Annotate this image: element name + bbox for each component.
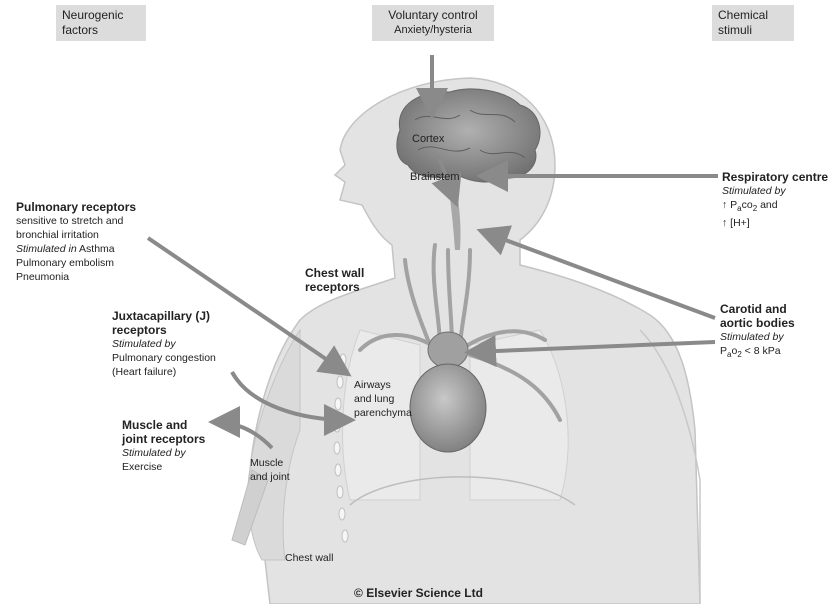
carotid-stim: Stimulated by xyxy=(720,330,835,344)
respiratory-centre-stim: Stimulated by xyxy=(722,184,837,198)
chest-wall-receptors-label: Chest wall receptors xyxy=(305,266,364,294)
muscle-and-joint-line2: and joint xyxy=(250,470,290,484)
juxtacapillary-title1: Juxtacapillary (J) xyxy=(112,309,252,323)
paco2-co: co xyxy=(742,199,753,211)
pulmonary-stim-italic: Stimulated in xyxy=(16,243,77,255)
pulmonary-receptors-stim: Stimulated in Asthma xyxy=(16,242,176,256)
header-neurogenic-factors: Neurogenic factors xyxy=(56,5,146,41)
respiratory-centre-block: Respiratory centre Stimulated by ↑ Paco2… xyxy=(722,170,837,230)
header-chemical-line1: Chemical xyxy=(718,8,788,23)
carotid-aortic-block: Carotid and aortic bodies Stimulated by … xyxy=(720,302,835,362)
header-chemical-line2: stimuli xyxy=(718,23,788,38)
respiratory-centre-paco2: ↑ Paco2 and xyxy=(722,198,837,216)
juxtacapillary-line1: Pulmonary congestion xyxy=(112,351,252,365)
header-neurogenic-line2: factors xyxy=(62,23,140,38)
muscle-and-joint-label: Muscle and joint xyxy=(250,456,290,484)
carotid-title2: aortic bodies xyxy=(720,316,835,330)
pulmonary-receptors-block: Pulmonary receptors sensitive to stretch… xyxy=(16,200,176,284)
muscle-joint-title1: Muscle and xyxy=(122,418,232,432)
label-brainstem: Brainstem xyxy=(410,170,460,184)
juxtacapillary-title2: receptors xyxy=(112,323,252,337)
airways-line3: parenchyma xyxy=(354,406,412,420)
respiratory-centre-title: Respiratory centre xyxy=(722,170,837,184)
header-voluntary-title: Voluntary control xyxy=(378,8,488,23)
muscle-joint-receptors-block: Muscle and joint receptors Stimulated by… xyxy=(122,418,232,474)
pulmonary-receptors-line5: Pneumonia xyxy=(16,270,176,284)
juxtacapillary-stim: Stimulated by xyxy=(112,337,252,351)
juxtacapillary-block: Juxtacapillary (J) receptors Stimulated … xyxy=(112,309,252,379)
chest-wall-label: Chest wall xyxy=(285,551,333,565)
po2-post: < 8 kPa xyxy=(742,345,781,357)
muscle-joint-title2: joint receptors xyxy=(122,432,232,446)
paco2-pre: ↑ P xyxy=(722,199,737,211)
pulmonary-receptors-line4: Pulmonary embolism xyxy=(16,256,176,270)
pulmonary-receptors-line2: bronchial irritation xyxy=(16,228,176,242)
carotid-po2: Pao2 < 8 kPa xyxy=(720,344,835,362)
pulmonary-receptors-title: Pulmonary receptors xyxy=(16,200,176,214)
carotid-title1: Carotid and xyxy=(720,302,835,316)
copyright: © Elsevier Science Ltd xyxy=(0,586,837,600)
header-neurogenic-line1: Neurogenic xyxy=(62,8,140,23)
muscle-joint-stim: Stimulated by xyxy=(122,446,232,460)
header-chemical-stimuli: Chemical stimuli xyxy=(712,5,794,41)
header-voluntary-control: Voluntary control Anxiety/hysteria xyxy=(372,5,494,41)
pulmonary-stim-plain: Asthma xyxy=(77,243,115,255)
airways-line1: Airways xyxy=(354,378,412,392)
juxtacapillary-line2: (Heart failure) xyxy=(112,365,252,379)
muscle-and-joint-line1: Muscle xyxy=(250,456,290,470)
airways-line2: and lung xyxy=(354,392,412,406)
muscle-joint-line: Exercise xyxy=(122,460,232,474)
airways-label: Airways and lung parenchyma xyxy=(354,378,412,420)
chest-wall-receptors-line2: receptors xyxy=(305,280,364,294)
pulmonary-receptors-line1: sensitive to stretch and xyxy=(16,214,176,228)
respiratory-centre-h-ion: ↑ [H+] xyxy=(722,216,837,230)
label-cortex: Cortex xyxy=(412,132,444,146)
header-voluntary-sub: Anxiety/hysteria xyxy=(378,23,488,38)
po2-pre: P xyxy=(720,345,727,357)
paco2-and: and xyxy=(757,199,777,211)
chest-wall-receptors-line1: Chest wall xyxy=(305,266,364,280)
